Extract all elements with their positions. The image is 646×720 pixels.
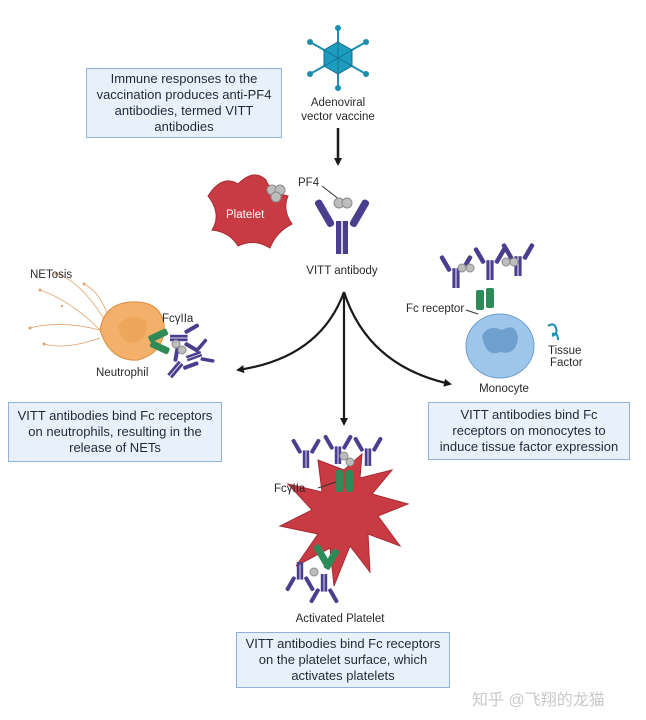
label-neutrophil: Neutrophil — [96, 367, 149, 379]
label-vaccine-line1: Adenoviral — [310, 97, 366, 109]
arrow-to-monocyte — [342, 291, 452, 387]
label-vitt-antibody: VITT antibody — [306, 265, 378, 277]
label-pf4: PF4 — [298, 177, 320, 189]
label-vaccine-line2: vector vaccine — [301, 111, 375, 123]
arrow-to-neutrophil — [236, 291, 346, 374]
activated-platelet-cell — [278, 452, 410, 587]
label-monocyte: Monocyte — [479, 383, 529, 395]
monocyte-antibodies — [439, 242, 535, 288]
platelet-antibodies — [284, 434, 384, 604]
label-platelet: Platelet — [226, 209, 265, 221]
net-strands — [29, 273, 109, 347]
label-factor: Factor — [550, 357, 583, 369]
label-fcgamma-neutrophil: FcγIIa — [162, 313, 194, 325]
box-neutrophil: VITT antibodies bind Fc receptors on neu… — [8, 402, 222, 462]
label-fc-receptor: Fc receptor — [406, 303, 465, 315]
label-netosis: NETosis — [30, 269, 73, 281]
fc-receptor-monocyte — [476, 288, 494, 310]
label-activated-platelet: Activated Platelet — [295, 613, 385, 625]
label-tissue: Tissue — [548, 345, 582, 357]
neutrophil-antibodies — [158, 322, 216, 386]
box-platelet-activation: VITT antibodies bind Fc receptors on the… — [236, 632, 450, 688]
box-immune-response: Immune responses to the vaccination prod… — [86, 68, 282, 138]
fc-receptor-neutrophil — [148, 328, 170, 355]
adenovirus-icon — [307, 25, 369, 91]
watermark: 知乎 @飞翔的龙猫 — [472, 692, 605, 709]
pf4-icon — [266, 184, 286, 203]
fc-receptor-platelet — [313, 470, 353, 570]
label-fcgamma-platelet: FcγIIa — [274, 483, 306, 495]
tissue-factor-icon — [547, 323, 559, 341]
box-monocyte: VITT antibodies bind Fc receptors on mon… — [428, 402, 630, 460]
